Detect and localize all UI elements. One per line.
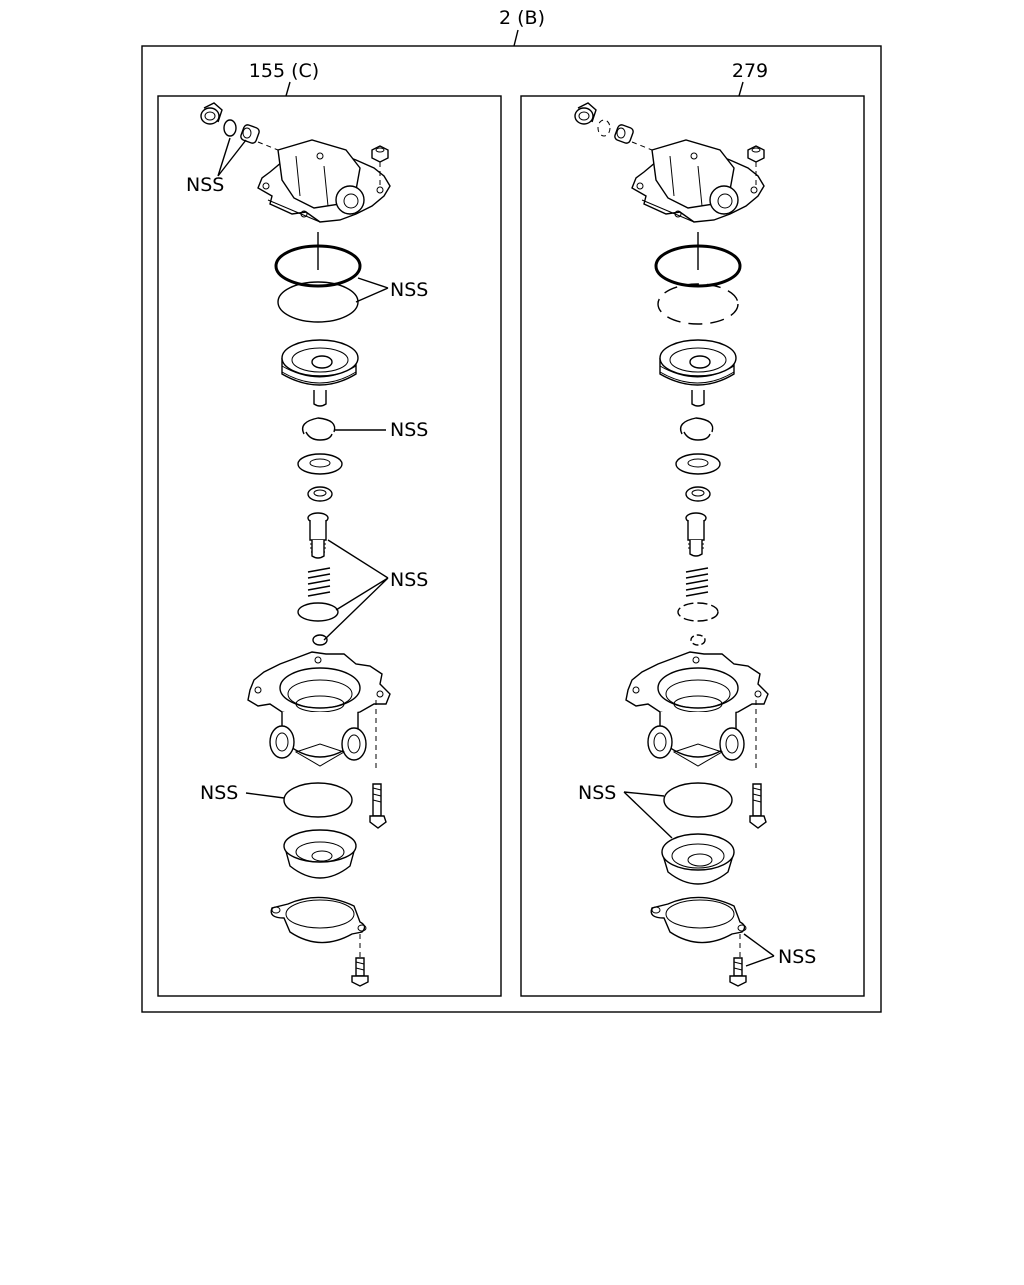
right-lower-housing bbox=[625, 651, 769, 770]
right-snap-ring bbox=[679, 417, 714, 441]
left-kit-leader bbox=[285, 81, 291, 97]
left-long-bolt bbox=[369, 783, 387, 829]
left-parts bbox=[200, 102, 391, 987]
nss-label-left-rings: NSS bbox=[390, 279, 428, 301]
right-washer-small bbox=[685, 486, 711, 502]
left-snap-ring bbox=[301, 417, 336, 441]
right-fitting-oring bbox=[597, 119, 611, 137]
right-diaphragm-cup bbox=[661, 833, 735, 885]
left-cover-nut bbox=[371, 145, 389, 188]
right-upper-cover bbox=[631, 139, 765, 223]
left-tiny-oring bbox=[312, 634, 328, 646]
nss-leader-left-rings bbox=[355, 277, 389, 303]
left-fitting-plug bbox=[240, 124, 260, 144]
left-valve-stem bbox=[307, 512, 329, 559]
nss-label-left-seals: NSS bbox=[390, 569, 428, 591]
right-valve-stem bbox=[685, 512, 707, 557]
nss-label-right-seals: NSS bbox=[578, 782, 616, 804]
right-small-oring bbox=[677, 602, 719, 622]
left-diaphragm-cup bbox=[283, 829, 357, 879]
main-assembly-label: 2 (B) bbox=[499, 7, 545, 29]
left-piston bbox=[281, 339, 359, 407]
left-upper-cover bbox=[257, 139, 391, 223]
nss-leader-left-seals bbox=[323, 539, 389, 641]
right-parts bbox=[574, 102, 769, 987]
right-retaining-flange bbox=[650, 896, 747, 944]
left-washer-large bbox=[297, 453, 343, 475]
right-kit-leader bbox=[738, 81, 744, 97]
left-lower-housing bbox=[247, 651, 391, 770]
main-assembly-leader bbox=[513, 29, 519, 47]
left-small-oring bbox=[297, 602, 339, 622]
right-fitting-plug bbox=[614, 124, 634, 144]
right-tiny-oring bbox=[690, 634, 706, 646]
left-spring bbox=[307, 567, 331, 597]
outer-frame bbox=[141, 45, 882, 1013]
nss-label-right-bolts: NSS bbox=[778, 946, 816, 968]
right-large-oring-lower bbox=[657, 283, 739, 325]
nss-leader-right-seals bbox=[623, 791, 673, 839]
right-small-bolt bbox=[729, 957, 747, 987]
left-large-oring-lower bbox=[277, 281, 359, 323]
left-retaining-flange bbox=[270, 896, 367, 944]
left-small-bolt bbox=[351, 957, 369, 987]
nss-label-left-fitting: NSS bbox=[186, 174, 224, 196]
nss-label-left-bottom-oring: NSS bbox=[200, 782, 238, 804]
left-kit-label: 155 (C) bbox=[249, 60, 319, 82]
left-kit-frame bbox=[157, 95, 502, 997]
right-nss-callouts: NSS NSS bbox=[578, 782, 816, 968]
right-large-oring-upper bbox=[654, 244, 742, 288]
right-kit-frame bbox=[520, 95, 865, 997]
left-washer-small bbox=[307, 486, 333, 502]
nss-leader-left-fitting bbox=[217, 137, 247, 177]
right-long-bolt bbox=[749, 783, 767, 829]
right-piston bbox=[659, 339, 737, 407]
left-nss-callouts: NSS NSS NSS NSS NSS bbox=[186, 137, 428, 804]
right-bottom-oring bbox=[663, 782, 733, 818]
right-spring bbox=[685, 567, 709, 597]
nss-leader-left-bottom-oring bbox=[245, 792, 285, 799]
left-fitting-oring bbox=[223, 119, 237, 137]
nss-label-left-snap-ring: NSS bbox=[390, 419, 428, 441]
right-washer-large bbox=[675, 453, 721, 475]
left-large-oring-upper bbox=[274, 244, 362, 288]
left-bottom-oring bbox=[283, 782, 353, 818]
right-cover-nut bbox=[747, 145, 765, 188]
right-kit-label: 279 bbox=[732, 60, 768, 82]
nss-leader-right-bolts bbox=[743, 933, 775, 967]
left-fitting-nut bbox=[200, 102, 223, 125]
right-fitting-nut bbox=[574, 102, 597, 125]
